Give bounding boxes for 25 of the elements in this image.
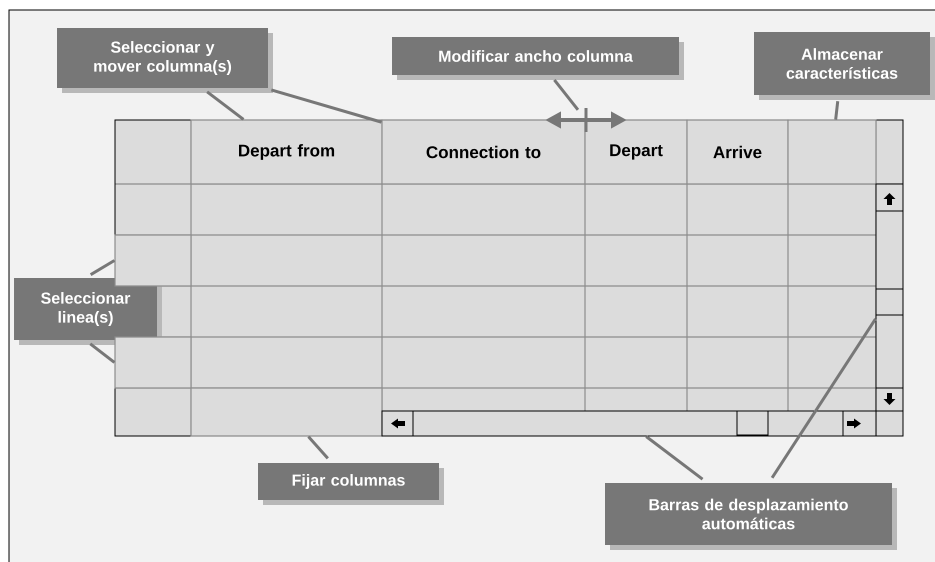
callout-box: Modificar ancho columna — [392, 37, 684, 80]
column-header: Connection to — [381, 119, 586, 185]
scrollbar — [382, 410, 876, 436]
column-header: Depart — [584, 119, 688, 185]
leader-line — [307, 436, 329, 460]
column-header: Arrive — [686, 119, 789, 185]
table-cell — [787, 119, 877, 185]
leader-line — [270, 88, 382, 124]
callout-box: Seleccionar linea(s) — [14, 278, 162, 345]
leader-line — [553, 78, 580, 111]
table-cell — [114, 234, 192, 287]
column-header: Depart from — [190, 119, 383, 185]
leader-line — [89, 342, 116, 364]
leader-line — [206, 90, 244, 121]
table-cell — [190, 387, 383, 437]
leader-line — [834, 101, 840, 120]
callout-box: Seleccionar y mover columna(s) — [57, 28, 273, 93]
leader-line — [645, 435, 704, 480]
leader-line — [770, 318, 877, 479]
callout-box: Fijar columnas — [258, 463, 444, 505]
leader-line — [90, 259, 116, 276]
scrollbar — [876, 184, 904, 412]
table-cell — [114, 336, 192, 389]
callout-box: Almacenar características — [754, 32, 935, 100]
callout-box: Barras de desplazamiento automáticas — [605, 483, 897, 550]
